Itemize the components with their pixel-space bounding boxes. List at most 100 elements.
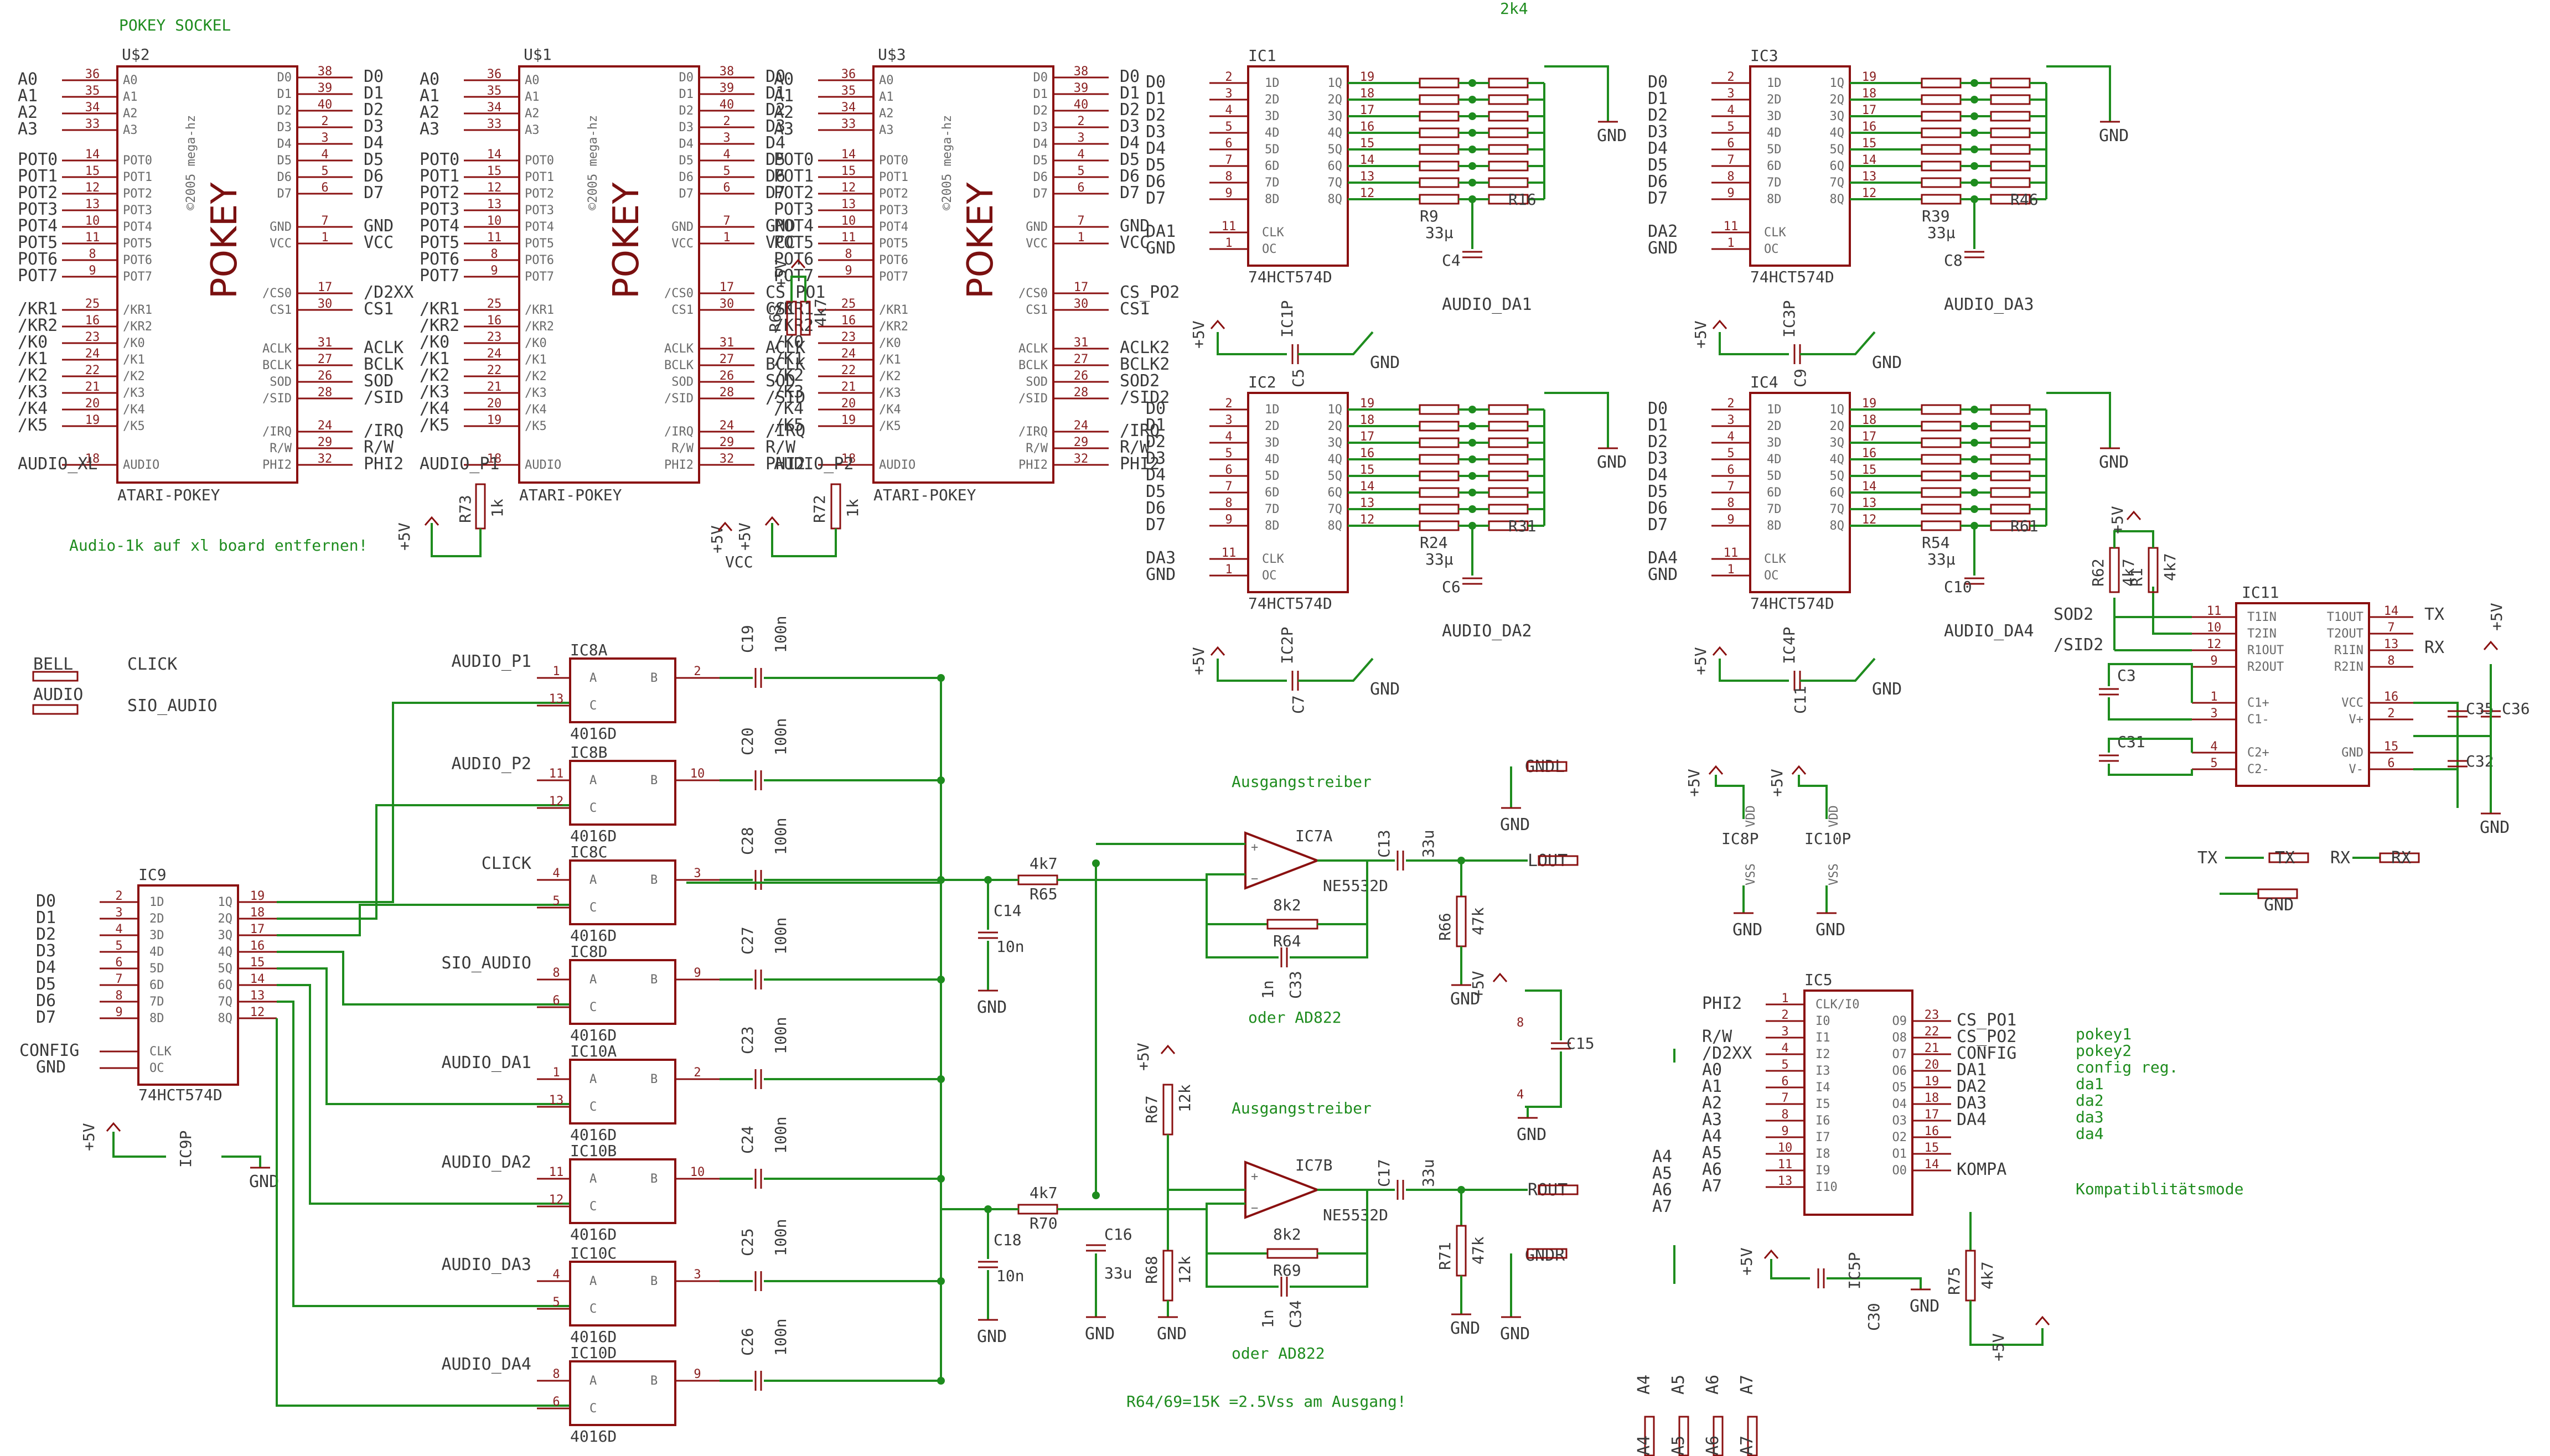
data-net-label: D5 — [1146, 156, 1166, 175]
c30-ref: C30 — [1865, 1303, 1883, 1331]
pin-label: A0 — [525, 74, 540, 87]
pin-number: 32 — [318, 452, 333, 466]
ladder-resistor — [1488, 487, 1529, 498]
data-net-label: D2 — [1146, 106, 1166, 125]
data-net-label: D1 — [1146, 89, 1166, 108]
supply-arrow-icon — [1160, 1044, 1176, 1054]
pin-label: A — [589, 1274, 597, 1288]
pin-label: R/W — [671, 442, 694, 455]
rx-net: RX — [2424, 638, 2444, 657]
pin-number: 14 — [1862, 153, 1877, 167]
pal-pwr: IC5P — [1845, 1252, 1864, 1289]
data-net-label: D2 — [1648, 432, 1668, 452]
vcc-label: +5V — [2108, 506, 2127, 534]
pin-number: 12 — [85, 181, 100, 195]
ic11-body — [2235, 602, 2370, 787]
pin-label: 3Q — [218, 929, 233, 942]
net-label: D0 — [765, 67, 785, 86]
net-label: D5 — [765, 150, 785, 169]
pin-label: 3D — [1265, 110, 1280, 123]
pin-label: R2OUT — [2247, 660, 2284, 674]
net-label: A0 — [774, 70, 794, 89]
copyright-mark: ©2005 mega-hz — [586, 115, 600, 210]
net-label: GND — [765, 216, 795, 236]
net-label: POT3 — [18, 200, 58, 219]
wire — [1525, 1051, 1562, 1108]
pin-number: 5 — [552, 894, 560, 908]
pin-label: I7 — [1815, 1131, 1830, 1144]
net-label: /KR2 — [18, 316, 58, 335]
pin-number: 16 — [1862, 120, 1877, 134]
junction-dot — [1468, 146, 1476, 153]
pin-number: 10 — [2207, 621, 2222, 635]
switch-ref: IC10A — [570, 1042, 617, 1060]
pokey-value: ATARI-POKEY — [117, 486, 220, 504]
pin-number: 7 — [1727, 480, 1734, 494]
legend-2: config reg. — [2076, 1058, 2178, 1076]
pin-label: VCC — [1026, 237, 1048, 251]
net-label: D7 — [364, 183, 384, 203]
pin-label: POT0 — [525, 154, 554, 168]
junction-dot — [1468, 455, 1476, 463]
net-label: /K0 — [774, 333, 804, 352]
pin-label: /CS0 — [664, 287, 694, 300]
pin-number: 3 — [1225, 87, 1232, 101]
net-label: POT7 — [18, 266, 58, 286]
net-label: A1 — [420, 86, 439, 106]
pin-label: 8Q — [1830, 519, 1845, 533]
pin-number: 7 — [1781, 1091, 1788, 1105]
ladder-resistor — [1921, 487, 1962, 498]
junction-dot — [1092, 859, 1100, 867]
net-label: A1 — [774, 86, 794, 106]
rx-port — [2379, 852, 2420, 863]
pin-label: 6D — [149, 978, 164, 992]
pin-number: 38 — [1074, 65, 1089, 79]
pin-number: 13 — [1862, 496, 1877, 510]
net-label: D3 — [364, 117, 384, 136]
pin-number: 12 — [1862, 186, 1877, 200]
net-label: D6 — [1120, 167, 1140, 186]
net-label: D1 — [765, 84, 785, 103]
ladder-resistor — [1921, 127, 1962, 138]
pin-number: 16 — [1360, 120, 1375, 134]
pin-number: 6 — [1077, 181, 1084, 195]
pin-label: POT4 — [123, 220, 152, 234]
pin-number: 4 — [1727, 430, 1734, 444]
pin-label: 7Q — [1328, 502, 1343, 516]
pin-number: 19 — [1862, 397, 1877, 411]
pin-number: 9 — [694, 1367, 701, 1381]
latch-ref: IC1 — [1248, 46, 1276, 65]
cap-ref: C35 — [2466, 699, 2494, 718]
sid2-net: /SID2 — [2054, 635, 2103, 655]
cfil-ref: C14 — [994, 901, 1022, 920]
ladder-resistor — [1990, 437, 2031, 448]
pin-label: /K3 — [879, 386, 901, 400]
pin-number: 6 — [723, 181, 730, 195]
gnd-label: GND — [1597, 453, 1627, 472]
pin-label: /K0 — [123, 336, 145, 350]
pin-label: 8D — [149, 1012, 164, 1025]
gnd-label: GND — [1872, 353, 1902, 372]
junction-dot — [1970, 505, 1978, 513]
junction-dot — [1970, 129, 1978, 137]
ladder-resistor — [1921, 504, 1962, 515]
gnd-label: GND — [1450, 989, 1480, 1009]
pin-number: 28 — [1074, 386, 1089, 400]
pin-number: 21 — [1925, 1042, 1939, 1055]
ladder-resistor — [1921, 77, 1962, 89]
gnd-label: GND — [1500, 815, 1530, 835]
switch-ref: IC10C — [570, 1244, 617, 1262]
pin-number: 13 — [1360, 496, 1375, 510]
net-label: POT0 — [774, 150, 814, 169]
gnd-net: GND — [1648, 565, 1678, 584]
pin-label: D4 — [1033, 137, 1048, 151]
net-label: POT2 — [18, 183, 58, 203]
supply-arrow-icon — [106, 1122, 121, 1132]
ladder-ref-a: R9 — [1420, 207, 1439, 225]
pin-label: /SID — [664, 392, 694, 406]
pin-label: A0 — [123, 74, 138, 87]
pin-number: 12 — [841, 181, 856, 195]
pin-label: 8D — [1767, 519, 1782, 533]
switch-in-net: AUDIO_P1 — [452, 652, 532, 671]
pin-number: 9 — [1781, 1125, 1788, 1138]
